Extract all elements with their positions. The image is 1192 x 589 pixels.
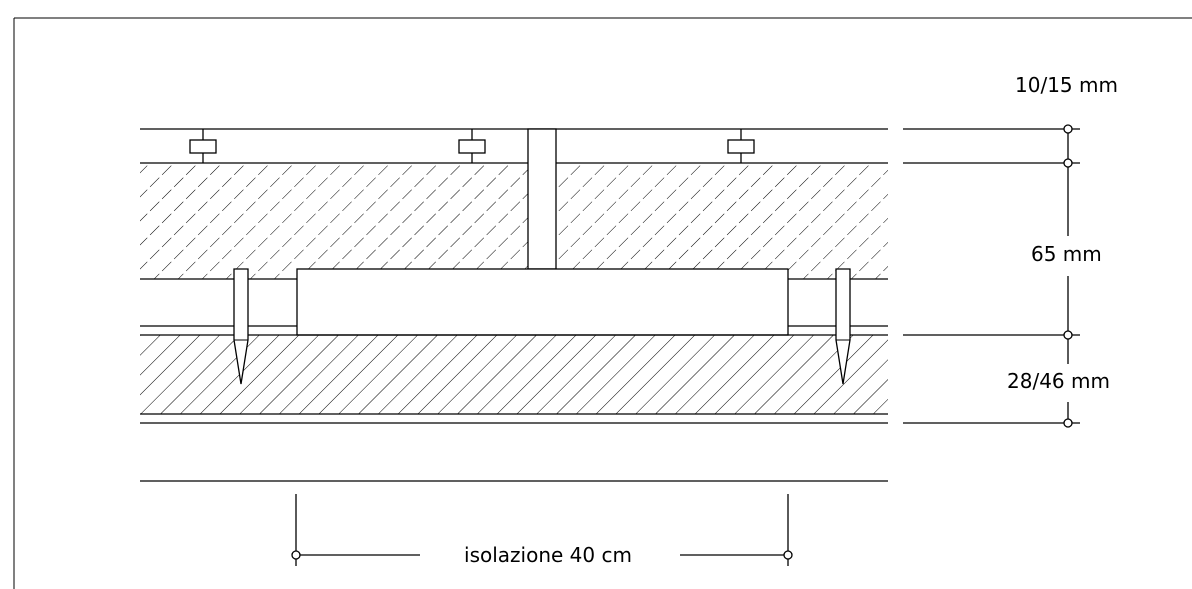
clip-connector: [458, 129, 486, 163]
clip-connector: [189, 129, 217, 163]
dimension-label-bottom: 28/46 mm: [1007, 369, 1110, 393]
dimension-label-width: isolazione 40 cm: [464, 543, 632, 567]
dimension-label-top: 10/15 mm: [1015, 73, 1118, 97]
upper-slab: [140, 163, 888, 280]
anchor-pegs: [233, 268, 851, 385]
vertical-post: [527, 128, 557, 270]
vertical-dimension: [903, 124, 1080, 428]
horizontal-dimension: [291, 494, 793, 566]
drawing-frame: [13, 17, 1192, 589]
clip-connectors: [189, 129, 755, 163]
clip-connector: [727, 129, 755, 163]
anchor-peg: [233, 268, 249, 385]
anchor-peg: [835, 268, 851, 385]
middle-beam: [296, 268, 789, 336]
dimension-label-middle: 65 mm: [1031, 242, 1102, 266]
top-floor-layer: [140, 128, 888, 164]
lower-slab: [140, 334, 888, 424]
